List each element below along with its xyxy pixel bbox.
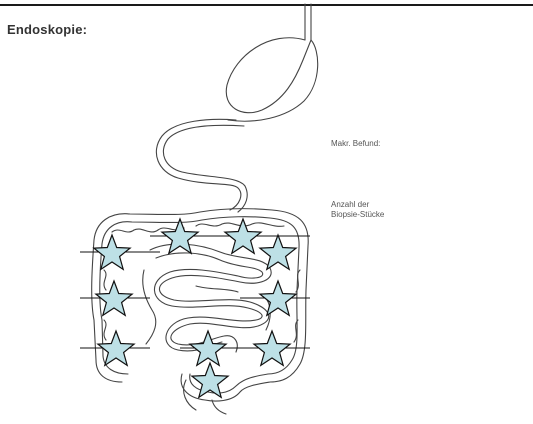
colon-haustra	[104, 223, 300, 342]
duodenum-inner	[163, 125, 247, 212]
biopsy-count-label-line1: Anzahl der	[331, 200, 369, 210]
esophagus	[305, 4, 311, 40]
biopsy-star-icon	[260, 235, 296, 269]
biopsy-star-icon	[254, 331, 290, 365]
stomach	[226, 38, 317, 121]
biopsy-star-icon	[162, 219, 198, 253]
biopsy-star-icon	[225, 219, 261, 253]
biopsy-count-label-line2: Biopsie-Stücke	[331, 210, 384, 220]
biopsy-star-icon	[96, 281, 132, 315]
biopsy-star-icon	[190, 331, 226, 365]
macroscopic-finding-label: Makr. Befund:	[331, 139, 380, 149]
biopsy-star-icon	[94, 235, 130, 269]
